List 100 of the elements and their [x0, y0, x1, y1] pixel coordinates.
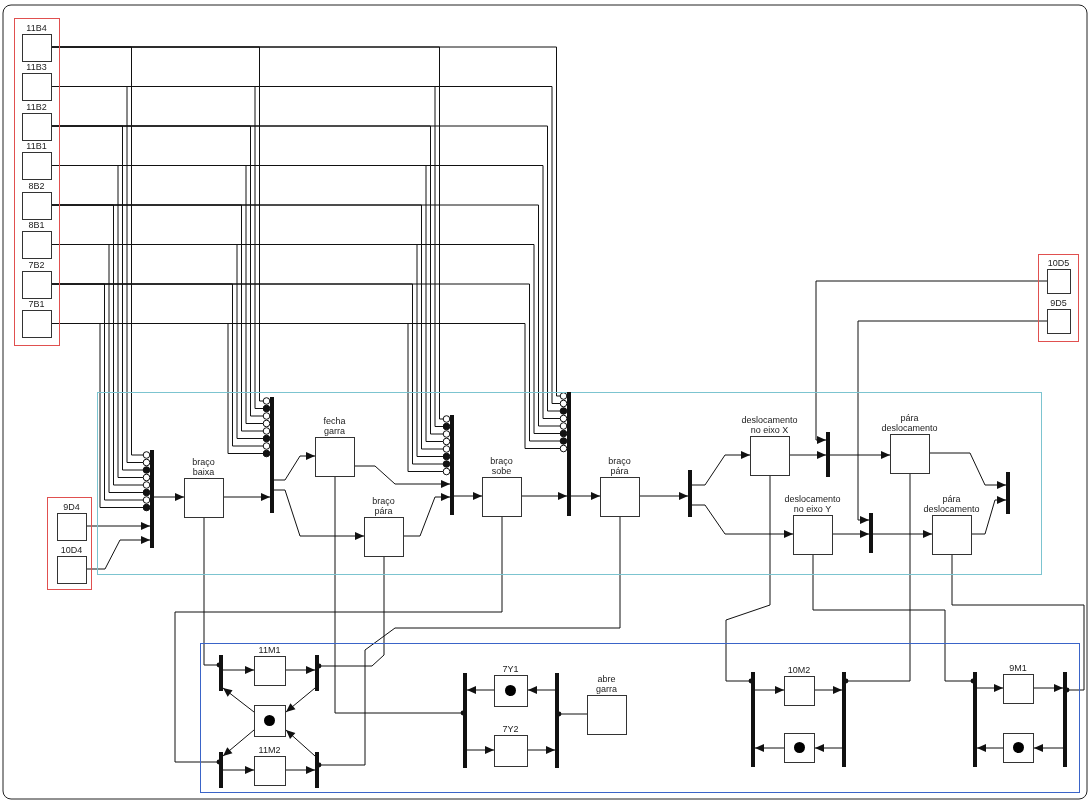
arrow	[285, 666, 316, 674]
group-frame	[200, 643, 1080, 793]
arrow	[1033, 684, 1064, 692]
arrow	[829, 451, 891, 459]
place-label: pára deslocamento	[880, 412, 939, 434]
place-label: 10D5	[1046, 257, 1071, 269]
transition-bar	[841, 671, 846, 767]
place-label: braço baixa	[191, 456, 216, 478]
arrow	[976, 684, 1004, 692]
arrow	[754, 686, 785, 694]
dot-ended-arc	[334, 475, 466, 716]
place-box	[783, 732, 815, 763]
place-label: 11B1	[25, 141, 48, 152]
place-label: 10D4	[59, 544, 84, 556]
transition-bar	[149, 449, 154, 548]
transition-bar	[554, 672, 559, 768]
place-label: deslocamento no eixo X	[740, 414, 799, 436]
arrow	[570, 492, 601, 500]
arrow	[222, 666, 255, 674]
arrow	[285, 729, 316, 757]
dot-ended-arc	[951, 553, 1085, 693]
arrow	[929, 452, 1007, 489]
arrow	[971, 496, 1007, 535]
arrow	[691, 504, 794, 538]
place-label: 11B4	[25, 22, 48, 34]
circle-ended-arc	[51, 283, 568, 445]
dot-ended-arc	[174, 515, 503, 765]
place-label: 7B1	[27, 299, 46, 310]
place-label: 9M1	[1008, 662, 1028, 674]
circle-ended-arc	[51, 204, 568, 430]
arrow	[273, 489, 365, 540]
transition-bar	[687, 469, 692, 517]
arrow	[754, 744, 785, 752]
group-frame	[1038, 254, 1079, 342]
arrow	[815, 280, 1048, 444]
place-label: deslocamento no eixo Y	[783, 493, 842, 515]
place-label: 11M2	[257, 744, 282, 756]
arrow	[223, 493, 271, 501]
dot-ended-arc	[812, 553, 976, 684]
arrow	[354, 465, 451, 488]
dot-ended-arc	[843, 472, 911, 684]
arrow	[285, 687, 316, 713]
transition-bar	[1005, 471, 1010, 514]
arrow	[832, 530, 870, 538]
place-label: braço sobe	[489, 455, 514, 477]
arrow	[453, 492, 483, 500]
transition-bar	[449, 414, 454, 515]
place-box	[253, 704, 286, 737]
dot-ended-arc	[725, 474, 771, 684]
place-label: 8B2	[27, 180, 46, 192]
place-label: 11M1	[257, 644, 282, 656]
arrow	[403, 493, 451, 537]
transition-bar	[314, 751, 319, 788]
arrow	[153, 493, 185, 501]
arrow	[639, 492, 689, 500]
transition-bar	[314, 654, 319, 691]
place-label: fecha garra	[322, 415, 347, 437]
arrow	[86, 536, 151, 570]
place-label: 9D5	[1049, 297, 1068, 309]
group-frame	[97, 392, 1042, 575]
arrow	[857, 320, 1048, 524]
place-label: 9D4	[62, 501, 81, 513]
arrow	[222, 687, 255, 713]
transition-bar	[218, 751, 223, 788]
arrow	[86, 522, 151, 530]
dot-ended-arc	[316, 555, 385, 669]
dot-ended-arc	[316, 515, 621, 768]
place-label: 7Y1	[501, 663, 520, 675]
place-label: braço pára	[371, 495, 396, 517]
arrow	[222, 766, 255, 774]
place-box	[1002, 732, 1034, 763]
place-label: 7B2	[27, 259, 46, 271]
place-label: pára deslocamento	[922, 493, 981, 515]
arrow	[789, 451, 827, 459]
arrow	[466, 746, 495, 754]
arrow	[814, 744, 843, 752]
arrow	[527, 686, 556, 694]
arrow	[285, 766, 316, 774]
transition-bar	[269, 396, 274, 513]
arrow	[527, 746, 556, 754]
place-label: 11B3	[25, 62, 48, 73]
place-label: abre garra	[595, 673, 618, 695]
place-label: 8B1	[27, 220, 46, 231]
transition-bar	[868, 512, 873, 553]
transition-bar	[462, 672, 467, 768]
arrow	[691, 451, 751, 486]
dot-ended-arc	[203, 516, 222, 668]
transition-bar	[825, 431, 830, 477]
dot-ended-arc	[556, 711, 588, 717]
arrow	[976, 744, 1004, 752]
arrow	[872, 530, 933, 538]
place-label: 11B2	[25, 101, 48, 113]
transition-bar	[218, 654, 223, 691]
arrow	[814, 686, 843, 694]
place-label: braço pára	[607, 455, 632, 477]
arrow	[273, 452, 316, 481]
transition-bar	[750, 671, 755, 767]
transition-bar	[1062, 671, 1067, 767]
group-frame	[47, 497, 92, 590]
arrow	[521, 492, 568, 500]
